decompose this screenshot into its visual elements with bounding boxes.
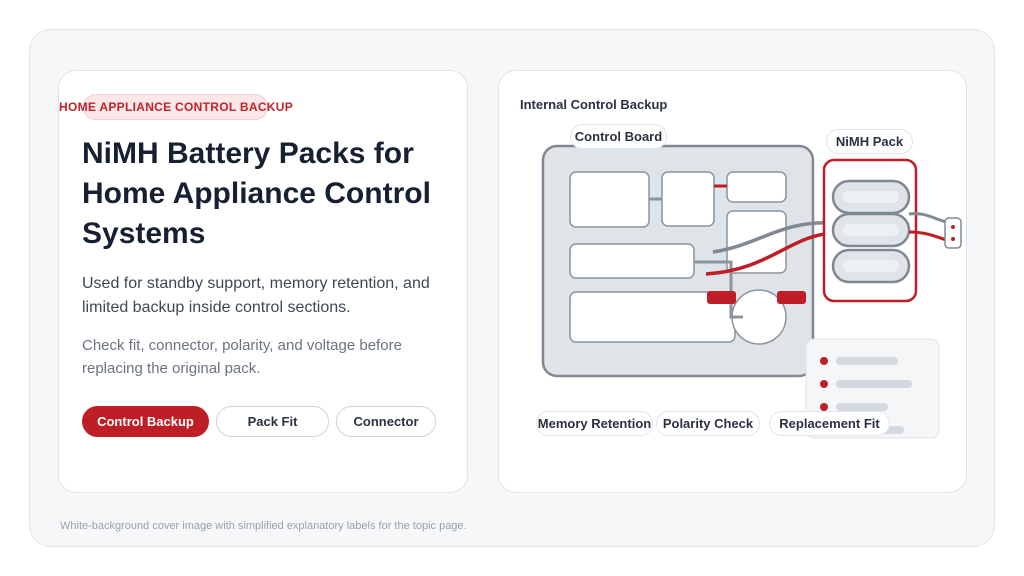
description-text: Used for standby support, memory retenti…: [82, 275, 430, 316]
checklist-bullet-3: [820, 403, 828, 411]
lead-red: [908, 230, 947, 242]
wire-gray: [712, 221, 835, 254]
polarity-check-label: Polarity Check: [656, 411, 760, 436]
board-trace-2: [694, 260, 743, 319]
pad-left: [707, 291, 736, 304]
footer-caption: White-background cover image with simpli…: [60, 520, 467, 532]
board-chip-5: [569, 243, 695, 279]
memory-retention-label: Memory Retention: [536, 411, 653, 436]
nimh-pack-label: NiMH Pack: [826, 129, 913, 154]
board-chip-3: [726, 171, 787, 203]
page-title: NiMH Battery Packs for Home Appliance Co…: [82, 137, 431, 250]
board-chip-1: [569, 171, 650, 228]
checklist-bullet-1: [820, 357, 828, 365]
board-chip-2: [661, 171, 715, 227]
wire-red: [705, 231, 835, 276]
chip-control-backup[interactable]: Control Backup: [82, 406, 209, 437]
eyebrow-pill: [83, 94, 268, 120]
note-text: Check fit, connector, polarity, and volt…: [82, 337, 402, 377]
diagram-title: Internal Control Backup: [520, 97, 668, 112]
chip-pack-fit[interactable]: Pack Fit: [216, 406, 329, 437]
pad-right: [777, 291, 806, 304]
lead-gray: [908, 212, 947, 224]
chip-connector[interactable]: Connector: [336, 406, 436, 437]
eyebrow-label: HOME APPLIANCE CONTROL BACKUP: [59, 100, 294, 114]
connector-icon: [944, 217, 962, 249]
checklist-bullet-2: [820, 380, 828, 388]
replacement-fit-label: Replacement Fit: [769, 411, 890, 436]
control-board-label: Control Board: [570, 124, 667, 149]
